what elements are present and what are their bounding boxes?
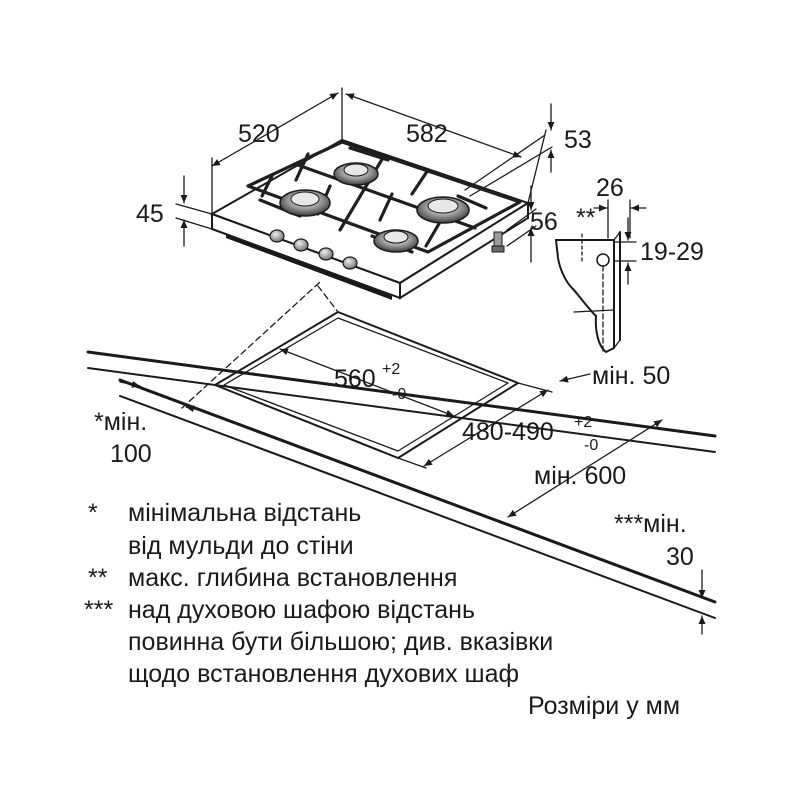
hob-appliance [209,138,531,300]
dim-min-worktop-label: мін. 600 [534,462,626,490]
projection-line-front [317,285,339,313]
worktop-dimension-lines [119,348,706,635]
dim-cutout-width-tol-plus: +2 [382,361,400,378]
cutout-inner [223,317,509,452]
dim-min-front-label-line1: *мін. [94,408,147,436]
dim-height-rear-label: 53 [564,126,592,154]
dim-height-side-label: 56 [530,208,558,236]
burner-front-right [373,229,419,253]
hob-dimension-lines [175,87,555,263]
dim-bracket-width-label: 26 [596,174,624,202]
control-knobs [269,229,358,270]
footnotes: * мінімальна відстань від мульди до стін… [84,499,553,688]
worktop-front-edge-top [118,378,717,604]
hob-top-plate [209,138,531,285]
dim-cutout-depth-label: 480-490 [462,418,554,446]
dim-bracket-mark: ** [576,204,596,232]
dim-depth-label: 582 [406,120,448,148]
dim-cutout-width-label: 560 [334,365,376,393]
footnote-1-line-2: від мульди до стіни [128,532,354,560]
dim-width-label: 520 [238,120,280,148]
footnote-3-line-2: повинна бути більшою; див. вказівки [128,628,553,656]
dim-height-front-label: 45 [136,200,164,228]
projection-line-left [181,281,321,409]
dim-cutout-depth-tol-minus: -0 [584,437,598,454]
footnote-1-line-1: мінімальна відстань [128,499,361,527]
gas-connector [491,231,505,253]
hob-right-side [399,201,529,300]
burner-rear-right [416,196,470,224]
hob-base [226,234,392,300]
dim-cutout-depth-tol-plus: +2 [574,414,592,431]
burner-rear-left [333,162,379,186]
footnote-1-mark: * [88,499,98,527]
dim-min-oven-label-line2: 30 [666,543,694,571]
footnote-3-line-1: над духовою шафою відстань [128,596,475,624]
footnote-2-mark: ** [88,564,108,592]
footnote-3-mark: *** [84,596,113,624]
dim-min-oven-label-line1: ***мін. [614,510,687,538]
footnote-2-line-1: макс. глибина встановлення [128,564,457,592]
footnote-3-line-3: щодо встановлення духових шаф [128,660,519,688]
bracket-detail [554,199,647,354]
dim-min-front-label-line2: 100 [110,440,152,468]
dim-bracket-range-label: 19-29 [640,238,704,266]
dim-min-rear-label: мін. 50 [592,362,670,390]
dim-cutout-width-tol-minus: -0 [392,386,406,403]
units-note: Розміри у мм [528,692,680,720]
worktop-front-edge-bottom [119,395,716,619]
burner-front-left [279,189,331,217]
